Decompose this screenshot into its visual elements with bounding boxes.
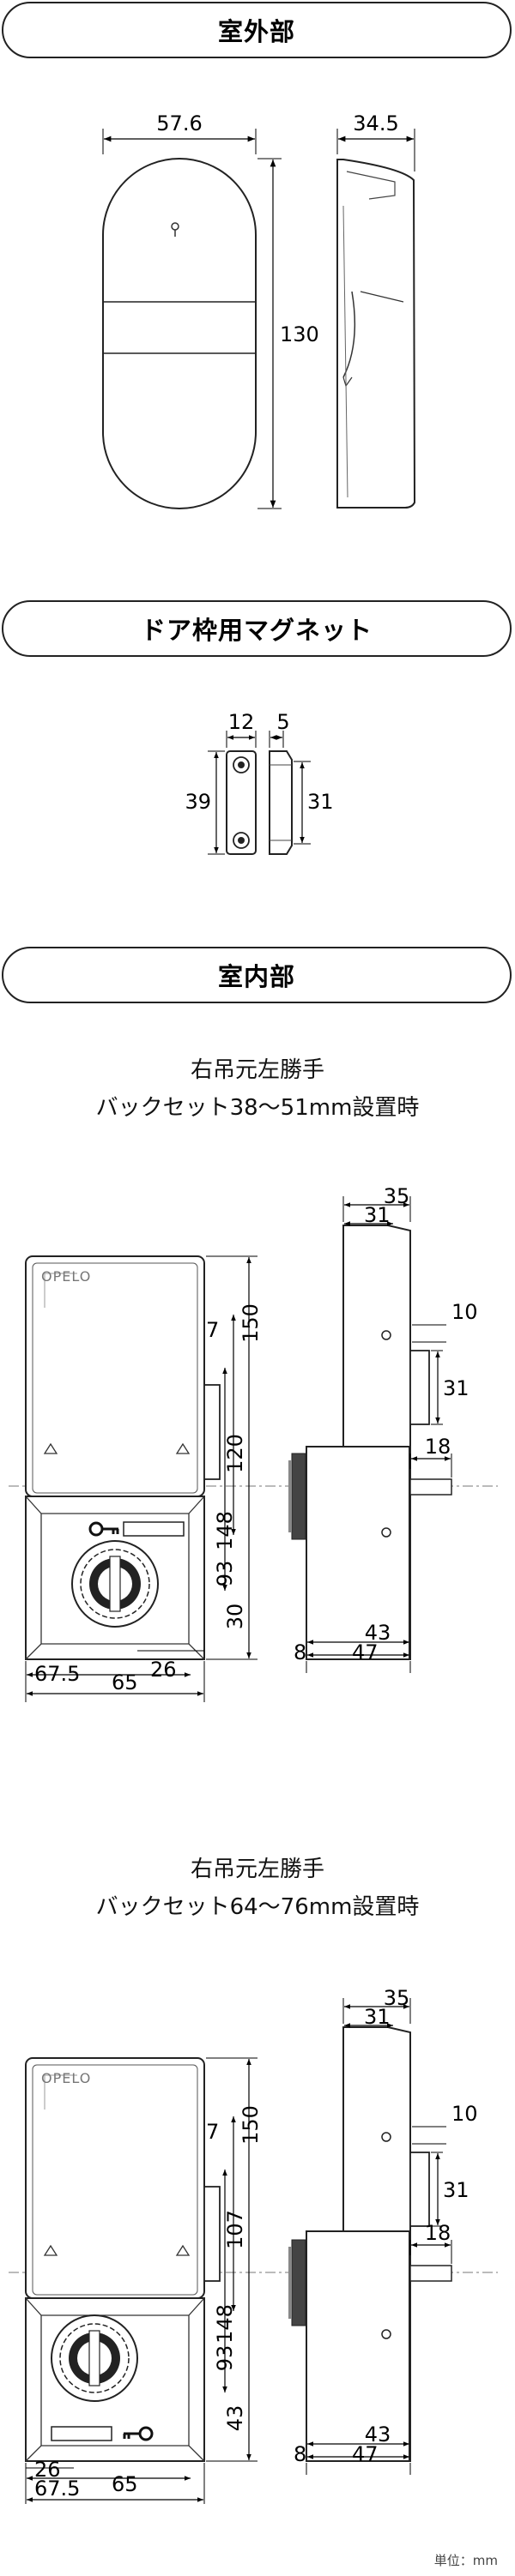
dim-150: 150: [239, 2105, 263, 2145]
triangle-mark-icon: [43, 2244, 58, 2256]
dim-150: 150: [239, 1303, 263, 1343]
dim-magnet-depth: 5: [276, 710, 289, 734]
interior-side-profile: [288, 2026, 452, 2462]
dim-26: 26: [150, 1658, 177, 1682]
variant1-caption-line1: 右吊元左勝手: [190, 1057, 324, 1083]
brand-logo: OPELO: [41, 1268, 91, 1285]
dim-7: 7: [206, 2120, 219, 2144]
dim-magnet-height-right: 31: [307, 790, 334, 814]
triangle-mark-icon: [175, 1442, 191, 1454]
dim-93: 93: [213, 1561, 237, 1587]
exterior-side-profile: [336, 159, 416, 509]
dim-120: 120: [223, 1434, 247, 1473]
dim-18: 18: [425, 1435, 451, 1459]
dim-magnet-height-left: 39: [185, 790, 211, 814]
dim-31-side: 31: [443, 1376, 470, 1400]
dim-10: 10: [451, 1300, 478, 1324]
exterior-drawing: 57.6 130 34.5: [102, 111, 416, 509]
variant2-drawing: OPELO 35 31 10 31 18 43: [9, 1986, 498, 2504]
dim-148: 148: [213, 2304, 237, 2344]
variant2-caption-line2: バックセット64〜76mm設置時: [95, 1894, 420, 1920]
dim-31-side: 31: [443, 2178, 470, 2202]
dim-65: 65: [112, 1670, 138, 1694]
interior-front-upper: [25, 2057, 221, 2299]
exterior-front-body: [102, 158, 257, 509]
key-slot: [123, 1521, 185, 1537]
variant2-caption-line1: 右吊元左勝手: [190, 1857, 324, 1882]
section-header-interior: 室内部: [2, 947, 512, 1003]
dim-47: 47: [352, 2442, 379, 2466]
magnet-side-body: [269, 750, 293, 855]
dim-148: 148: [213, 1511, 237, 1550]
dim-65: 65: [112, 2472, 138, 2496]
section-title: ドア枠用マグネット: [140, 616, 373, 645]
dim-18: 18: [425, 2221, 451, 2245]
unit-label: 単位：mm: [433, 2553, 498, 2568]
key-icon: [123, 2426, 154, 2441]
keyhole-icon: [171, 222, 179, 237]
variant1-drawing: OPELO 35 31 10 31: [9, 1184, 498, 1702]
section-header-magnet: ドア枠用マグネット: [2, 600, 512, 657]
dim-30: 30: [223, 1604, 247, 1630]
dim-47: 47: [352, 1640, 379, 1664]
dim-10: 10: [451, 2102, 478, 2126]
dim-31-top: 31: [364, 1203, 391, 1227]
dim-depth: 34.5: [353, 111, 398, 135]
section-header-exterior: 室外部: [2, 2, 512, 58]
section-title: 室外部: [217, 17, 295, 46]
dim-31-top: 31: [364, 2005, 391, 2029]
triangle-mark-icon: [43, 1442, 58, 1454]
triangle-mark-icon: [175, 2244, 191, 2256]
dim-43-bottom: 43: [365, 1621, 391, 1645]
interior-front-upper: [25, 1255, 221, 1497]
dim-35: 35: [384, 1184, 410, 1208]
section-title: 室内部: [217, 962, 295, 991]
thumb-turn-knob: [51, 2314, 138, 2402]
variant1-caption-line2: バックセット38〜51mm設置時: [95, 1095, 420, 1121]
key-icon: [88, 1521, 119, 1537]
dim-35: 35: [384, 1986, 410, 2010]
brand-logo: OPELO: [41, 2070, 91, 2086]
dim-26: 26: [34, 2458, 61, 2482]
dim-magnet-width: 12: [228, 710, 255, 734]
dim-43-bottom: 43: [365, 2423, 391, 2447]
dim-width: 57.6: [156, 111, 202, 135]
interior-side-profile: [288, 1225, 452, 1660]
magnet-front-body: [226, 750, 257, 855]
magnet-drawing: 12 5 39 31: [185, 710, 334, 855]
dim-43-vertical: 43: [223, 2405, 247, 2432]
dim-7: 7: [206, 1318, 219, 1342]
dim-8: 8: [294, 2442, 306, 2466]
dim-height: 130: [280, 322, 319, 346]
dim-107: 107: [223, 2210, 247, 2249]
dim-8: 8: [294, 1640, 306, 1664]
screw-icon: [233, 756, 250, 773]
screw-icon: [233, 832, 250, 849]
thumb-turn-knob: [71, 1540, 159, 1628]
dim-67-5: 67.5: [34, 1662, 80, 1686]
dim-93: 93: [213, 2345, 237, 2372]
key-slot: [51, 2426, 112, 2441]
